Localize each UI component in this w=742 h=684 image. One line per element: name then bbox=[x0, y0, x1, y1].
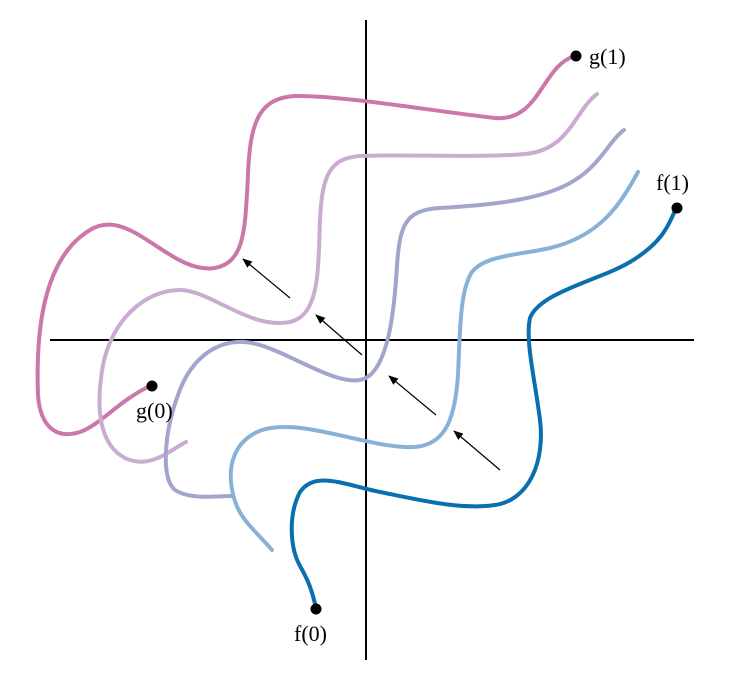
homotopy-arrow-3 bbox=[388, 375, 437, 416]
interpolation-curve-2 bbox=[163, 128, 626, 499]
interpolation-curve-1 bbox=[97, 92, 599, 464]
g-curve bbox=[35, 54, 577, 437]
g1-point bbox=[570, 50, 582, 62]
homotopy-arrow-2 bbox=[315, 314, 363, 356]
homotopy-arrow-1 bbox=[242, 258, 291, 299]
f0-label: f(0) bbox=[294, 621, 327, 646]
interpolation-curve-3 bbox=[228, 170, 640, 552]
f1-point bbox=[671, 202, 683, 214]
f-curve bbox=[289, 206, 678, 610]
g0-label: g(0) bbox=[136, 398, 173, 423]
f0-point bbox=[310, 603, 322, 615]
g1-label: g(1) bbox=[589, 44, 626, 69]
g0-point bbox=[146, 380, 158, 392]
f1-label: f(1) bbox=[656, 170, 689, 195]
homotopy-arrow-4 bbox=[453, 430, 501, 471]
